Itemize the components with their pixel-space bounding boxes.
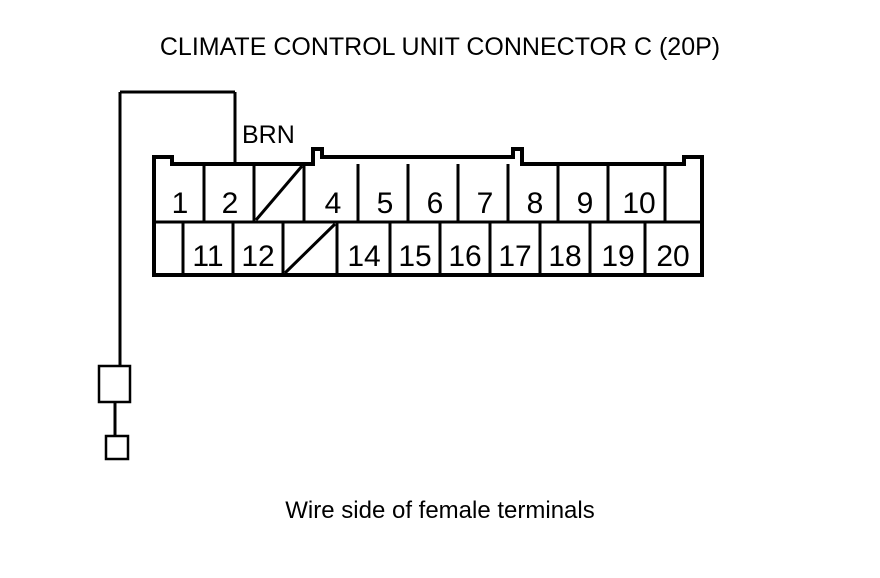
pin-label-18: 18 (548, 240, 581, 273)
pin-label-9: 9 (577, 187, 594, 220)
bottom-row-pin-numbers: 11 12 14 15 16 17 18 19 20 (192, 240, 689, 273)
wire-color-label: BRN (242, 121, 295, 149)
terminal-body (97, 364, 132, 404)
pin-label-20: 20 (656, 240, 689, 273)
pin-label-15: 15 (398, 240, 431, 273)
pin-label-7: 7 (477, 187, 494, 220)
pin-label-10: 10 (622, 187, 655, 220)
pin-label-1: 1 (172, 187, 189, 220)
bottom-row-blank-diagonal (283, 222, 337, 275)
top-row-dividers (202, 164, 667, 222)
page-title: CLIMATE CONTROL UNIT CONNECTOR C (20P) (159, 33, 721, 61)
pin-label-16: 16 (448, 240, 481, 273)
pin-label-8: 8 (527, 187, 544, 220)
pin-label-6: 6 (427, 187, 444, 220)
pin-label-12: 12 (241, 240, 274, 273)
top-row-pin-numbers: 1 2 4 5 6 7 8 9 10 (172, 187, 656, 220)
pin-label-14: 14 (347, 240, 380, 273)
bottom-row-dividers (181, 222, 647, 275)
pin-label-2: 2 (222, 187, 239, 220)
pin-label-11: 11 (192, 240, 223, 273)
top-row-blank-diagonal (254, 165, 304, 221)
figure-caption: Wire side of female terminals (285, 497, 595, 524)
pin-label-19: 19 (601, 240, 634, 273)
terminal-tip (104, 434, 130, 461)
pin-label-5: 5 (377, 187, 394, 220)
pin-label-17: 17 (498, 240, 531, 273)
wire-path (118, 90, 237, 366)
pin-label-4: 4 (325, 187, 342, 220)
